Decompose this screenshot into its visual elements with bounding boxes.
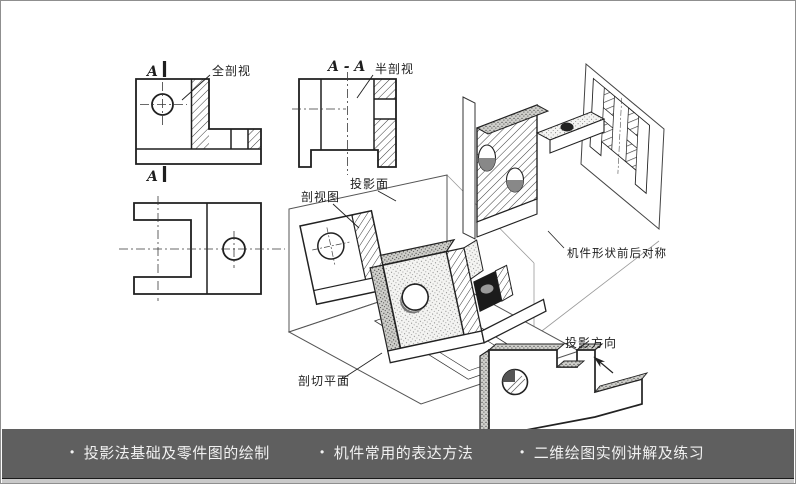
rear-projection-plane — [580, 62, 665, 231]
leader-line — [356, 74, 374, 99]
footer-item-3: • 二维绘图实例讲解及练习 — [520, 429, 704, 478]
technical-drawing: A A 全剖视 A - A 半剖视 — [119, 59, 667, 429]
pictorial-whole-part — [479, 343, 649, 429]
part-outline — [298, 78, 397, 168]
pictorial-symmetry-group — [462, 62, 665, 249]
section-mark-top: A — [145, 64, 158, 80]
section-mark-bottom: A — [145, 169, 158, 185]
footer-item-2-label: 机件常用的表达方法 — [333, 445, 474, 462]
leader-line — [547, 230, 565, 249]
hatch-area — [248, 129, 261, 149]
part-outline — [488, 349, 643, 429]
part-outline — [135, 78, 262, 165]
hole — [401, 283, 429, 311]
label-full-section: 全剖视 — [212, 63, 251, 78]
bullet-icon: • — [320, 445, 325, 459]
footer-bar: • 投影法基础及零件图的绘制 • 机件常用的表达方法 • 二维绘图实例讲解及练习 — [2, 429, 794, 478]
footer-strip — [2, 479, 794, 483]
label-symmetry-note: 机件形状前后对称 — [567, 246, 667, 260]
label-projection-plane: 投影面 — [350, 176, 389, 191]
leader-line — [341, 352, 383, 380]
bullet-icon: • — [70, 445, 75, 459]
front-view-full-section — [135, 61, 262, 182]
centerlines — [292, 72, 348, 175]
label-section-view: 剖视图 — [301, 189, 340, 204]
footer-divider — [2, 478, 794, 479]
front-half-part — [369, 238, 547, 364]
half-section-view — [292, 72, 397, 175]
half-hole — [560, 122, 574, 132]
label-projection-direction: 投影方向 — [565, 335, 617, 350]
leader-line — [181, 74, 211, 101]
footer-item-2: • 机件常用的表达方法 — [320, 429, 473, 478]
rear-half-part — [475, 103, 606, 238]
label-half-section: 半剖视 — [375, 61, 414, 76]
footer-item-1-label: 投影法基础及零件图的绘制 — [83, 445, 270, 462]
top-view — [119, 196, 285, 301]
label-section-name: A - A — [326, 59, 365, 75]
projection-direction-arrow — [593, 356, 614, 374]
hatch-area — [191, 79, 209, 149]
half-section-on-plane — [589, 77, 651, 195]
centerlines — [119, 196, 285, 301]
footer-item-3-label: 二维绘图实例讲解及练习 — [533, 445, 705, 462]
centerlines — [140, 82, 187, 127]
part-outline — [133, 202, 262, 295]
leader-line — [377, 190, 397, 202]
label-cutting-plane: 剖切平面 — [298, 374, 350, 388]
symmetry-plane-edge — [462, 96, 476, 240]
footer-item-1: • 投影法基础及零件图的绘制 — [70, 429, 270, 478]
leader-line — [332, 203, 360, 229]
bullet-icon: • — [520, 445, 525, 459]
